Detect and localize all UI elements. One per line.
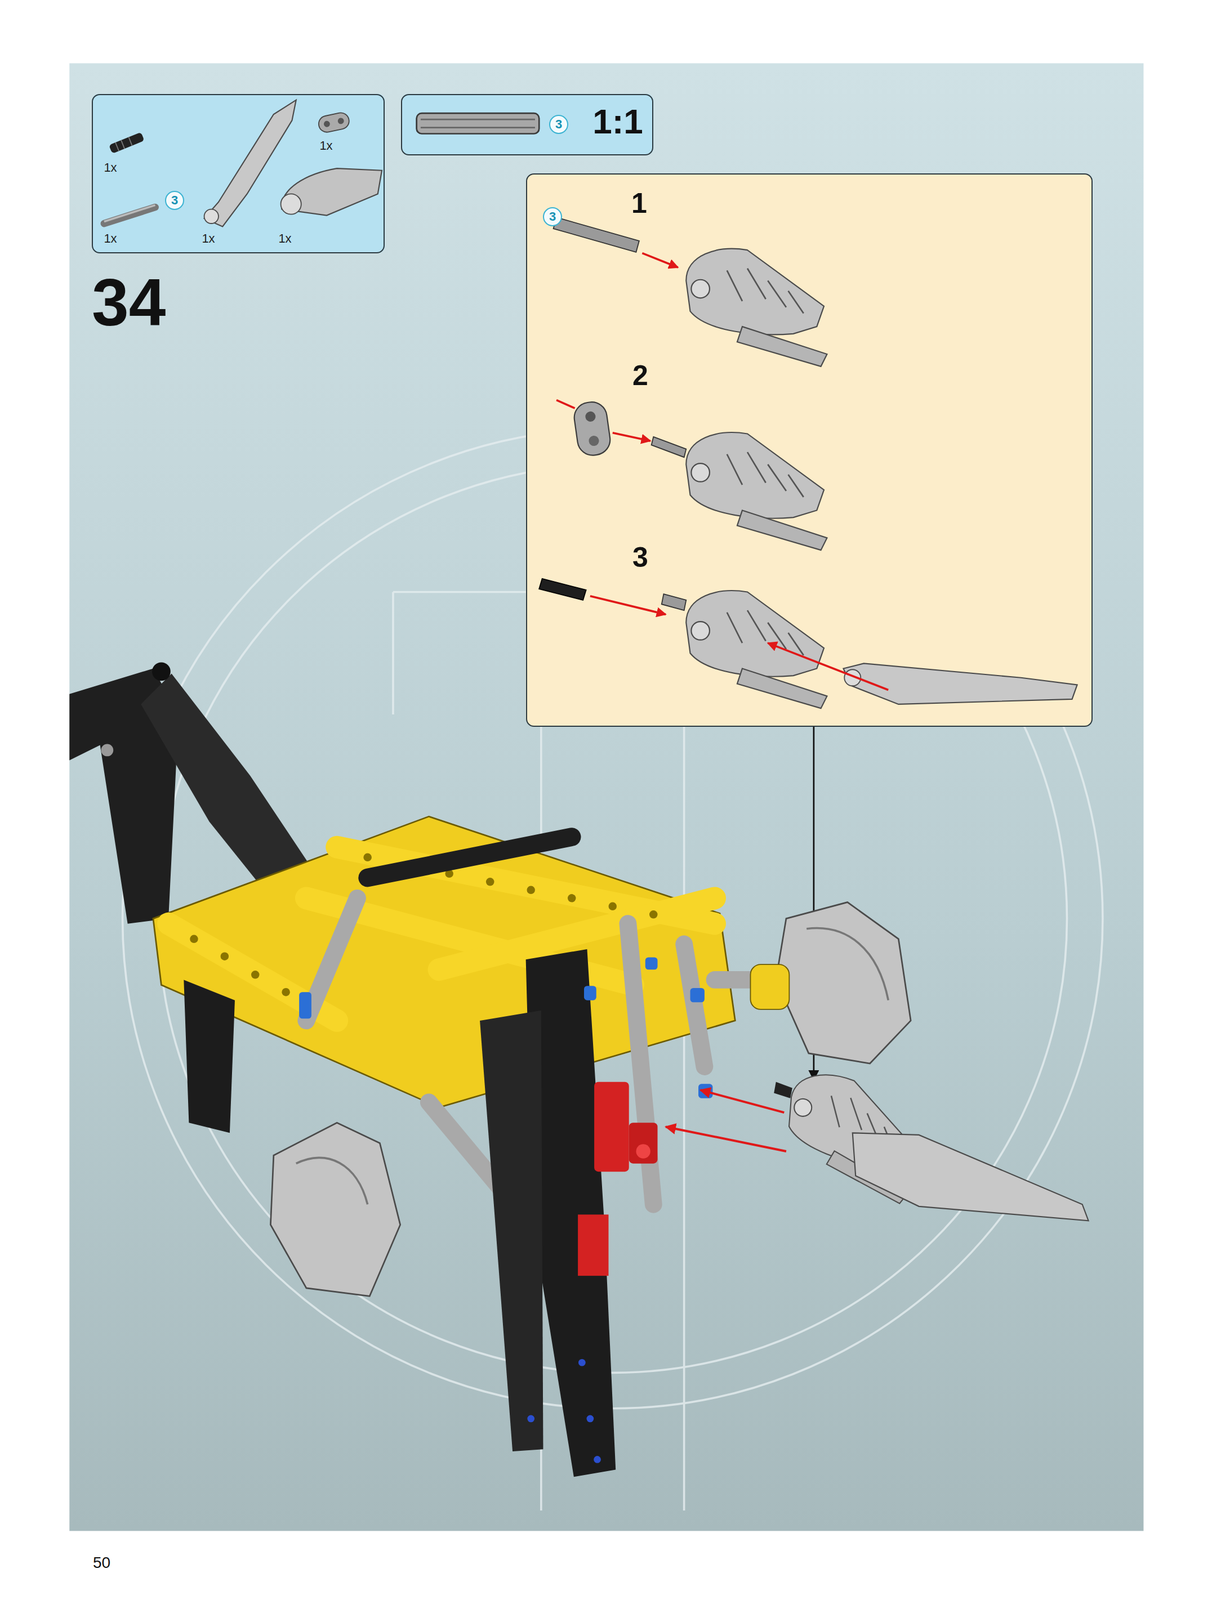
part-count: 1x bbox=[201, 232, 215, 245]
length-number: 3 bbox=[555, 118, 563, 131]
length-badge: 3 bbox=[542, 207, 563, 227]
substep-number: 2 bbox=[632, 361, 649, 390]
length-badge: 3 bbox=[165, 190, 185, 211]
scale-box: 1:1 3 bbox=[400, 94, 654, 156]
part-count: 1x bbox=[103, 161, 117, 175]
part-count: 1x bbox=[319, 139, 333, 153]
step-number: 34 bbox=[91, 269, 166, 336]
substep-number: 1 bbox=[631, 189, 648, 218]
length-number: 3 bbox=[171, 194, 178, 207]
part-count: 1x bbox=[278, 232, 292, 245]
length-badge: 3 bbox=[549, 114, 569, 135]
substep-number: 3 bbox=[632, 543, 649, 572]
length-number: 3 bbox=[549, 210, 556, 224]
substep-panel: 1 2 3 3 bbox=[526, 173, 1093, 728]
page-number: 50 bbox=[92, 1555, 111, 1572]
part-count: 1x bbox=[103, 232, 117, 245]
scale-label: 1:1 bbox=[592, 104, 644, 140]
parts-list-panel: 1x 1x 1x 1x 1x 3 bbox=[91, 94, 385, 254]
